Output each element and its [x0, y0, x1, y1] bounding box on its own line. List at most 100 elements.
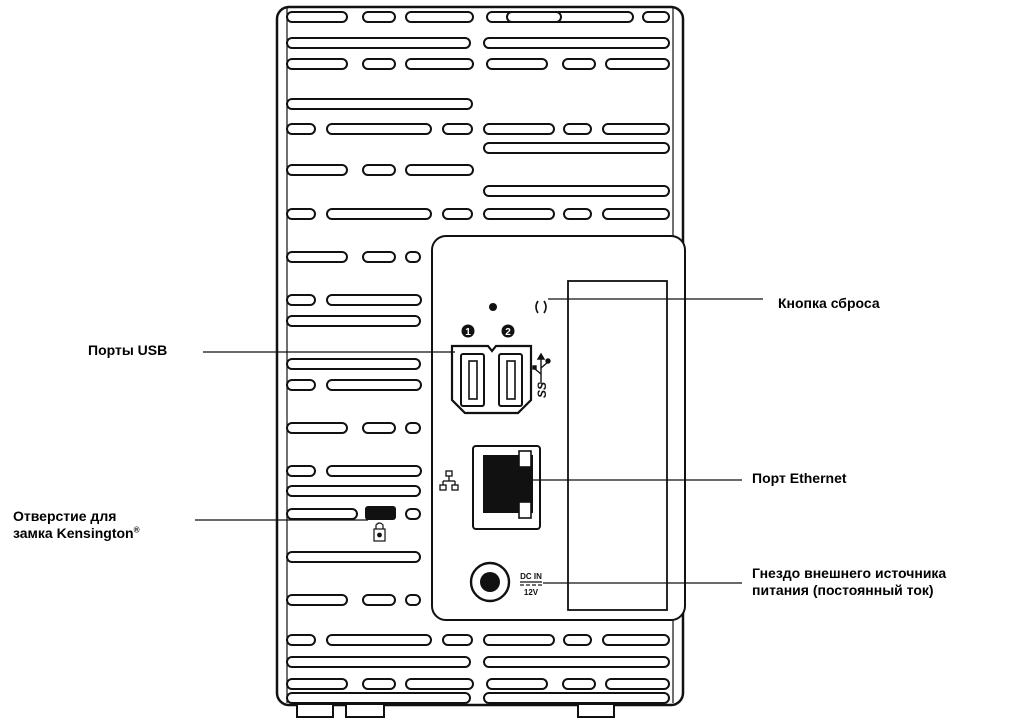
vent-slot	[286, 656, 471, 668]
vent-slot	[286, 551, 421, 563]
usb-port-number-2-text: 2	[505, 327, 511, 338]
vent-slot	[483, 123, 555, 135]
vent-slot	[326, 294, 422, 306]
reset-button	[489, 303, 497, 311]
callout-power-jack: Гнездо внешнего источника питания (посто…	[752, 565, 946, 599]
callout-ethernet-text: Порт Ethernet	[752, 470, 847, 486]
vent-slot	[286, 422, 348, 434]
vent-slot	[605, 58, 670, 70]
vent-slot	[405, 422, 421, 434]
vent-slot	[562, 58, 596, 70]
vent-slot	[506, 11, 634, 23]
vent-slot	[286, 251, 348, 263]
vent-slot	[286, 164, 348, 176]
vent-slot	[602, 634, 670, 646]
vent-slot	[326, 465, 422, 477]
vent-slot	[642, 11, 670, 23]
callout-power-line1: Гнездо внешнего источника	[752, 565, 947, 581]
vent-slot	[486, 678, 548, 690]
vent-slot	[286, 634, 316, 646]
vent-slot	[326, 634, 432, 646]
vent-slot	[362, 251, 396, 263]
callout-usb-text: Порты USB	[88, 342, 168, 358]
vent-slot	[405, 594, 421, 606]
callout-leader-lines	[195, 298, 763, 584]
vent-slot	[483, 634, 555, 646]
vent-slot	[362, 678, 396, 690]
usb-port-number-1-text: 1	[465, 327, 471, 338]
vent-slot	[483, 656, 670, 668]
vent-slot	[362, 594, 396, 606]
usb-trident-icon: SS	[532, 352, 551, 398]
vent-slot	[286, 123, 316, 135]
vent-slot	[362, 422, 396, 434]
dc-in-text: DC IN	[520, 572, 542, 581]
callout-kensington-slot: Отверстие для замка Kensington®	[13, 508, 140, 542]
usb-port-number-1: 1	[461, 324, 475, 338]
vent-slot	[605, 678, 670, 690]
network-icon	[439, 470, 459, 491]
usb-superspeed-text: SS	[535, 382, 549, 398]
callout-reset-button: Кнопка сброса	[778, 295, 880, 312]
vent-slot	[602, 123, 670, 135]
vent-slot	[563, 208, 592, 220]
vent-slot	[286, 465, 316, 477]
vent-slot	[483, 37, 670, 49]
vent-slot	[326, 123, 432, 135]
vent-slot	[483, 142, 670, 154]
usb-port-number-2: 2	[501, 324, 515, 338]
callout-reset-text: Кнопка сброса	[778, 295, 880, 311]
vent-slot	[563, 634, 592, 646]
vent-slot	[405, 678, 474, 690]
vent-slot	[483, 185, 670, 197]
callout-power-line2: питания (постоянный ток)	[752, 582, 934, 598]
io-panel	[431, 235, 686, 621]
callout-kensington-line2: замка Kensington	[13, 525, 134, 541]
vent-slot	[486, 58, 548, 70]
vent-slot	[286, 485, 421, 497]
vent-slot	[442, 208, 473, 220]
vent-slot	[602, 208, 670, 220]
vent-slot	[286, 11, 348, 23]
vent-slot	[286, 58, 348, 70]
vent-slot	[562, 678, 596, 690]
vent-slot	[286, 692, 471, 704]
vent-slot	[286, 678, 348, 690]
vent-slot	[286, 315, 421, 327]
vent-slot	[286, 379, 316, 391]
vent-slot	[405, 58, 474, 70]
vent-slot	[483, 208, 555, 220]
vent-slot	[286, 358, 421, 370]
vent-slot	[286, 508, 358, 520]
vent-slot	[326, 379, 422, 391]
vent-slot	[362, 58, 396, 70]
callout-kensington-line1: Отверстие для	[13, 508, 117, 524]
voltage-text: 12V	[524, 588, 539, 597]
callout-usb-ports: Порты USB	[88, 342, 167, 359]
vent-slot	[442, 634, 473, 646]
vent-slot	[483, 692, 670, 704]
vent-slot	[405, 11, 474, 23]
usb-ports	[450, 344, 533, 415]
vent-slot	[405, 164, 474, 176]
vent-slot	[405, 508, 421, 520]
vent-slot	[286, 594, 348, 606]
vent-slot	[405, 251, 421, 263]
vent-slot	[286, 98, 473, 110]
registered-mark: ®	[133, 525, 140, 535]
ethernet-port	[472, 445, 541, 530]
vent-slot	[286, 294, 316, 306]
vent-slot	[362, 164, 396, 176]
vent-slot	[326, 208, 432, 220]
dc-power-jack	[469, 561, 511, 603]
callout-kensington-line2-wrap: замка Kensington®	[13, 525, 140, 542]
vent-slot	[486, 11, 562, 23]
vent-slots	[286, 11, 670, 704]
kensington-slot	[365, 506, 396, 520]
reset-parentheses-icon	[535, 300, 547, 314]
vent-slot	[563, 123, 592, 135]
vent-slot	[286, 37, 471, 49]
dc-in-label: DC IN 12V	[520, 572, 542, 597]
vent-slot	[362, 11, 396, 23]
